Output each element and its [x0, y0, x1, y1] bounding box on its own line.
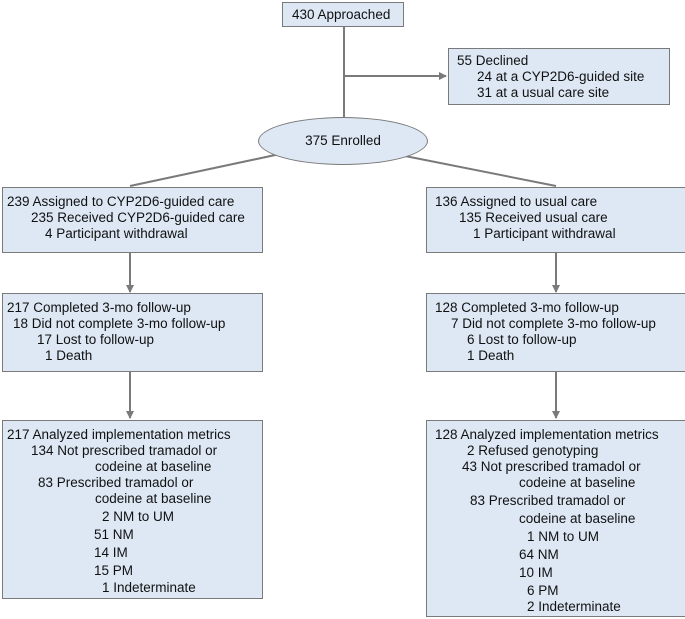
right-analyzed-line-9: 10 IM [519, 565, 553, 580]
right-analyzed-line-4: codeine at baseline [519, 475, 636, 490]
right-assigned-line-2: 135 Received usual care [459, 210, 608, 225]
left-analyzed-line-8: 14 IM [94, 545, 128, 560]
right-assigned-box: 136 Assigned to usual care 135 Received … [426, 187, 685, 253]
left-followup-line-2: 18 Did not complete 3-mo follow-up [13, 316, 226, 331]
approached-box: 430 Approached [282, 2, 404, 27]
left-analyzed-line-1: 217 Analyzed implementation metrics [7, 427, 231, 442]
right-analyzed-line-7: 1 NM to UM [527, 529, 600, 544]
right-assigned-line-3: 1 Participant withdrawal [473, 226, 616, 241]
declined-line-2: 31 at a usual care site [477, 85, 610, 100]
declined-box: 55 Declined 24 at a CYP2D6-guided site 3… [448, 48, 670, 105]
enrolled-label: 375 Enrolled [305, 133, 381, 148]
left-followup-line-4: 1 Death [45, 348, 93, 363]
right-analyzed-line-6: codeine at baseline [519, 511, 636, 526]
right-followup-line-1: 128 Completed 3-mo follow-up [435, 300, 619, 315]
declined-title: 55 Declined [457, 53, 529, 68]
left-analyzed-line-2: 134 Not prescribed tramadol or [31, 443, 218, 458]
right-analyzed-line-10: 6 PM [527, 583, 559, 598]
left-followup-line-3: 17 Lost to follow-up [37, 332, 155, 347]
approached-label: 430 Approached [292, 7, 391, 22]
left-analyzed-line-4: 83 Prescribed tramadol or [38, 475, 194, 490]
right-analyzed-line-11: 2 Indeterminate [527, 599, 621, 614]
right-followup-line-4: 1 Death [467, 348, 515, 363]
declined-line-1: 24 at a CYP2D6-guided site [477, 69, 645, 84]
line-enrolled-to-right [404, 155, 557, 187]
right-followup-box: 128 Completed 3-mo follow-up 7 Did not c… [426, 293, 685, 372]
right-followup-line-3: 6 Lost to follow-up [467, 332, 577, 347]
left-analyzed-line-7: 51 NM [94, 527, 134, 542]
left-assigned-line-1: 239 Assigned to CYP2D6-guided care [7, 194, 235, 209]
right-analyzed-line-5: 83 Prescribed tramadol or [470, 493, 626, 508]
left-assigned-box: 239 Assigned to CYP2D6-guided care 235 R… [2, 187, 263, 253]
left-analyzed-line-3: codeine at baseline [95, 459, 212, 474]
right-analyzed-line-2: 2 Refused genotyping [467, 443, 599, 458]
left-followup-line-1: 217 Completed 3-mo follow-up [7, 300, 191, 315]
left-followup-box: 217 Completed 3-mo follow-up 18 Did not … [2, 293, 263, 372]
left-analyzed-box: 217 Analyzed implementation metrics 134 … [2, 420, 263, 599]
right-analyzed-line-8: 64 NM [519, 547, 559, 562]
left-analyzed-line-5: codeine at baseline [95, 491, 212, 506]
line-enrolled-to-left [129, 153, 281, 187]
right-analyzed-box: 128 Analyzed implementation metrics 2 Re… [426, 420, 685, 617]
enrolled-ellipse: 375 Enrolled [258, 117, 428, 165]
left-analyzed-line-9: 15 PM [94, 563, 134, 578]
right-assigned-line-1: 136 Assigned to usual care [435, 194, 598, 209]
left-assigned-line-3: 4 Participant withdrawal [45, 226, 188, 241]
right-followup-line-2: 7 Did not complete 3-mo follow-up [451, 316, 656, 331]
right-analyzed-line-3: 43 Not prescribed tramadol or [462, 459, 641, 474]
right-analyzed-line-1: 128 Analyzed implementation metrics [435, 427, 659, 442]
left-assigned-line-2: 235 Received CYP2D6-guided care [31, 210, 245, 225]
left-analyzed-line-10: 1 Indeterminate [102, 580, 196, 595]
left-analyzed-line-6: 2 NM to UM [102, 509, 175, 524]
